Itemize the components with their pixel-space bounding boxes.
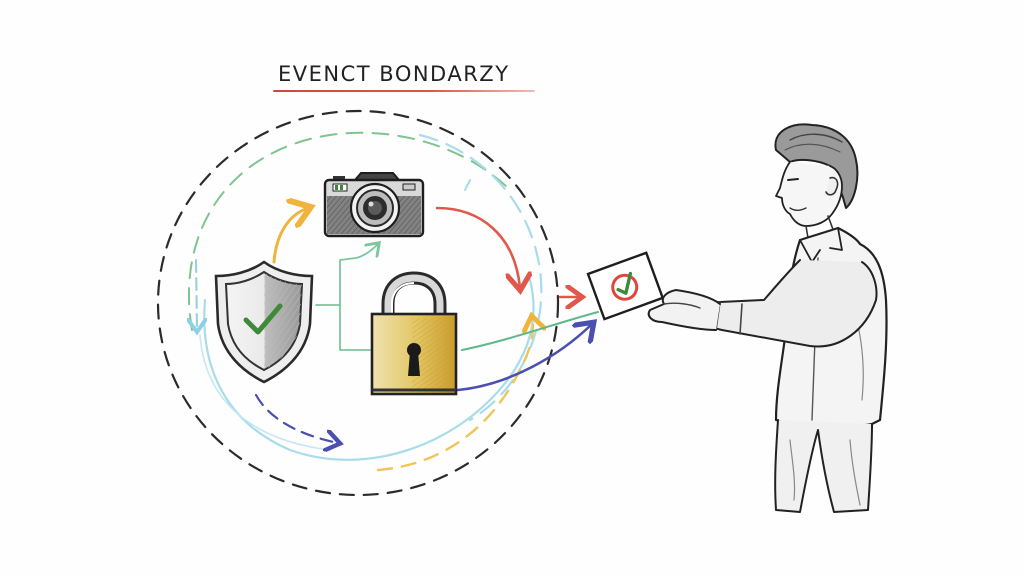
camera-icon <box>323 172 425 238</box>
green-elbow-arrow <box>315 244 378 306</box>
green-connector <box>339 304 371 351</box>
red-arrow-camera-out <box>435 206 520 288</box>
yellow-arrow-shield-to-camera <box>272 208 308 264</box>
blue-arrow-padlock-to-document <box>456 324 592 392</box>
title-underline <box>273 90 535 92</box>
person-sketch <box>647 123 888 513</box>
inner-orbits <box>189 131 543 461</box>
document-card <box>586 251 665 321</box>
boundary-circle <box>156 109 560 497</box>
shield-check-icon <box>214 260 314 384</box>
padlock-icon <box>370 271 458 396</box>
blue-dashed-arrow <box>254 393 338 443</box>
diagram-title: EVENCT BONDARZY <box>278 62 510 86</box>
yellow-dashed-arc <box>376 318 533 472</box>
checkmark-circle-icon <box>611 273 639 301</box>
green-arrow-padlock-to-document <box>461 311 599 351</box>
